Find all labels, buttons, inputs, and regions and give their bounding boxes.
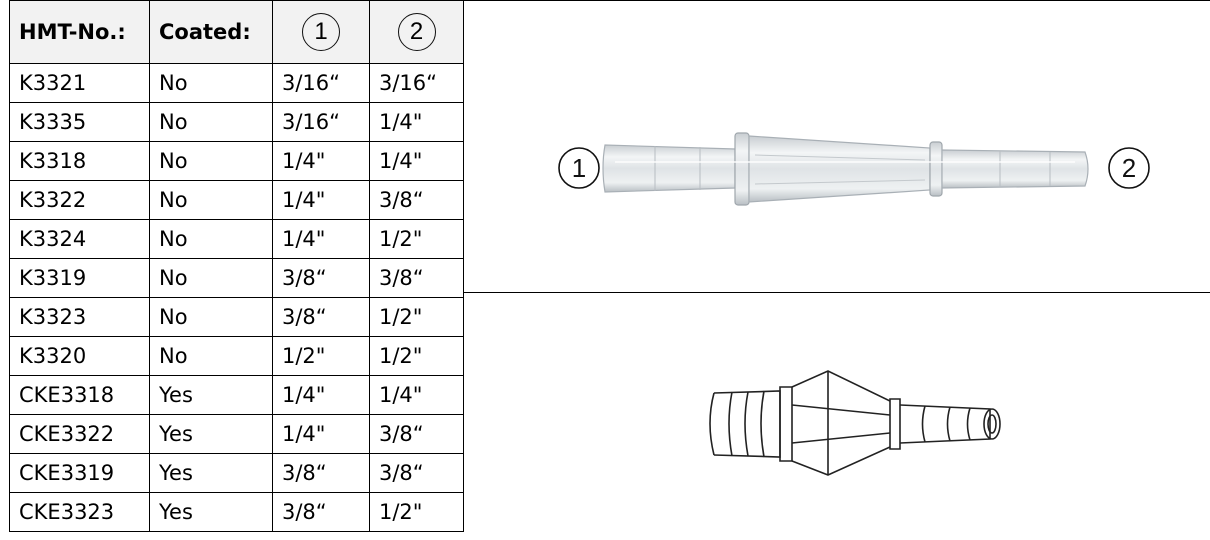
- cell-coated: No: [149, 297, 273, 337]
- cell-hmt: CKE3322: [9, 414, 150, 454]
- connector-sketch: [709, 370, 1001, 476]
- cell-end2: 1/2": [369, 219, 464, 259]
- cell-end1: 3/8“: [272, 258, 370, 298]
- cell-end1: 1/2": [272, 336, 370, 376]
- cell-coated: No: [149, 258, 273, 298]
- cell-coated: Yes: [149, 492, 273, 532]
- cell-end1: 3/8“: [272, 453, 370, 493]
- cell-end2: 3/8“: [369, 453, 464, 493]
- cell-hmt: K3323: [9, 297, 150, 337]
- cell-coated: No: [149, 63, 273, 103]
- table-header-row: HMT-No.: Coated: 1 2: [9, 0, 464, 64]
- cell-hmt: K3320: [9, 336, 150, 376]
- cell-end1: 1/4": [272, 180, 370, 220]
- cell-end2: 1/4": [369, 375, 464, 415]
- end-2-label-icon: [1108, 147, 1150, 189]
- header-hmt-no: HMT-No.:: [9, 0, 150, 64]
- cell-coated: Yes: [149, 375, 273, 415]
- cell-coated: No: [149, 102, 273, 142]
- cell-end2: 3/8“: [369, 258, 464, 298]
- cell-coated: Yes: [149, 453, 273, 493]
- cell-end1: 3/8“: [272, 297, 370, 337]
- cell-hmt: K3322: [9, 180, 150, 220]
- cell-end1: 1/4": [272, 375, 370, 415]
- cell-end2: 1/4": [369, 102, 464, 142]
- cell-hmt: K3321: [9, 63, 150, 103]
- cell-end2: 1/2": [369, 336, 464, 376]
- connector-photo: 1 2: [558, 132, 1150, 206]
- image-section-divider: [463, 292, 1210, 293]
- cell-coated: No: [149, 219, 273, 259]
- cell-end2: 1/2": [369, 297, 464, 337]
- end-2-marker-icon: 2: [397, 13, 436, 51]
- cell-hmt: CKE3319: [9, 453, 150, 493]
- cell-end2: 3/16“: [369, 63, 464, 103]
- end-2-label: 2: [1122, 153, 1136, 183]
- cell-end2: 1/2": [369, 492, 464, 532]
- cell-end2: 3/8“: [369, 414, 464, 454]
- end-1-marker-icon: 1: [302, 13, 340, 51]
- header-coated: Coated:: [149, 0, 273, 64]
- cell-hmt: K3319: [9, 258, 150, 298]
- cell-coated: Yes: [149, 414, 273, 454]
- cell-hmt: CKE3323: [9, 492, 150, 532]
- cell-hmt: K3335: [9, 102, 150, 142]
- header-end-2: 2: [369, 0, 464, 64]
- cell-end1: 3/8“: [272, 492, 370, 532]
- cell-end2: 3/8“: [369, 180, 464, 220]
- table-top-border: [463, 0, 1210, 1]
- end-1-label-icon: [558, 147, 600, 189]
- cell-coated: No: [149, 141, 273, 181]
- cell-end2: 1/4": [369, 141, 464, 181]
- end-1-label: 1: [572, 153, 586, 183]
- cell-end1: 1/4": [272, 219, 370, 259]
- cell-hmt: CKE3318: [9, 375, 150, 415]
- header-end-1: 1: [272, 0, 370, 64]
- cell-hmt: K3318: [9, 141, 150, 181]
- cell-coated: No: [149, 180, 273, 220]
- cell-end1: 1/4": [272, 141, 370, 181]
- cell-end1: 1/4": [272, 414, 370, 454]
- cell-hmt: K3324: [9, 219, 150, 259]
- cell-coated: No: [149, 336, 273, 376]
- cell-end1: 3/16“: [272, 102, 370, 142]
- cell-end1: 3/16“: [272, 63, 370, 103]
